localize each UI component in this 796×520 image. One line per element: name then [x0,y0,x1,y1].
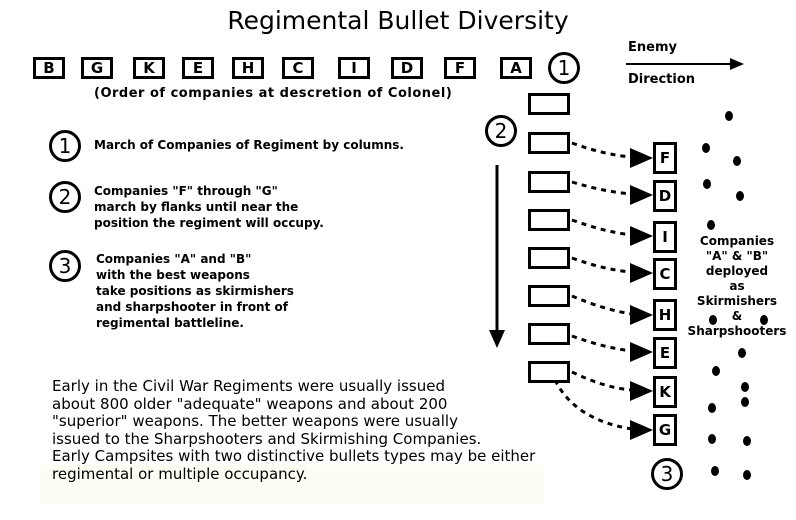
company-box-i: I [338,57,370,79]
column-box [528,247,570,269]
company-box-k: K [133,57,165,79]
column-box [528,323,570,345]
column-box [528,361,570,383]
company-box-g: G [81,57,113,79]
diagram-title: Regimental Bullet Diversity [227,6,569,35]
skirmisher-dot [741,382,749,392]
step-1-text: March of Companies of Regiment by column… [94,138,404,152]
skirmisher-dot [736,191,744,201]
company-box-h: H [232,57,264,79]
step-3-marker: 3 [49,250,81,282]
order-note: (Order of companies at descretion of Col… [94,86,453,101]
skirmisher-dot [707,220,715,230]
company-box-e: E [182,57,214,79]
skirmisher-dot [738,348,746,358]
flank-paths [553,141,633,431]
step-2-marker: 2 [49,181,81,213]
marker-circle-1: 1 [548,52,580,84]
marker-circle-2: 2 [485,115,517,147]
skirmisher-dot [702,143,710,153]
column-box [528,132,570,154]
column-box [528,93,570,115]
skirmisher-dot [703,179,711,189]
skirmisher-dot [741,397,749,407]
direction-label: Direction [628,72,696,87]
marker-circle-3: 3 [651,458,683,490]
skirmisher-dot [743,470,751,480]
battleline-box-e: E [653,337,677,369]
step-2-text: Companies "F" through "G" march by flank… [94,184,324,230]
skirmisher-dot [733,156,741,166]
battleline-box-f: F [653,142,677,174]
battleline-box-h: H [653,299,677,331]
battleline-box-d: D [653,180,677,212]
skirmisher-dot [743,436,751,446]
step-1-marker: 1 [49,130,81,162]
skirmisher-dot [709,315,717,325]
company-box-c: C [282,57,314,79]
skirmisher-dot [725,111,733,121]
enemy-arrow-head [730,58,744,70]
battleline-box-i: I [653,221,677,253]
column-box [528,209,570,231]
skirmisher-dot [708,434,716,444]
background-band [40,465,545,505]
historical-note: Early in the Civil War Regiments were us… [52,377,536,483]
deployment-label: Companies "A" & "B" deployed as Skirmish… [687,234,787,338]
battleline-box-c: C [653,258,677,290]
column-box [528,285,570,307]
step-3-text: Companies "A" and "B" with the best weap… [96,252,294,330]
company-box-d: D [391,57,423,79]
flank-arrow-heads [630,148,653,440]
enemy-label: Enemy [628,40,677,55]
battleline-box-k: K [653,376,677,408]
company-box-f: F [444,57,476,79]
skirmisher-dot [712,366,720,376]
skirmisher-dot [708,403,716,413]
battleline-box-g: G [653,414,677,446]
column-box [528,171,570,193]
company-box-a: A [500,57,532,79]
skirmisher-dot [760,315,768,325]
skirmisher-dot [711,466,719,476]
march-arrow-head [489,330,505,348]
company-box-b: B [33,57,65,79]
